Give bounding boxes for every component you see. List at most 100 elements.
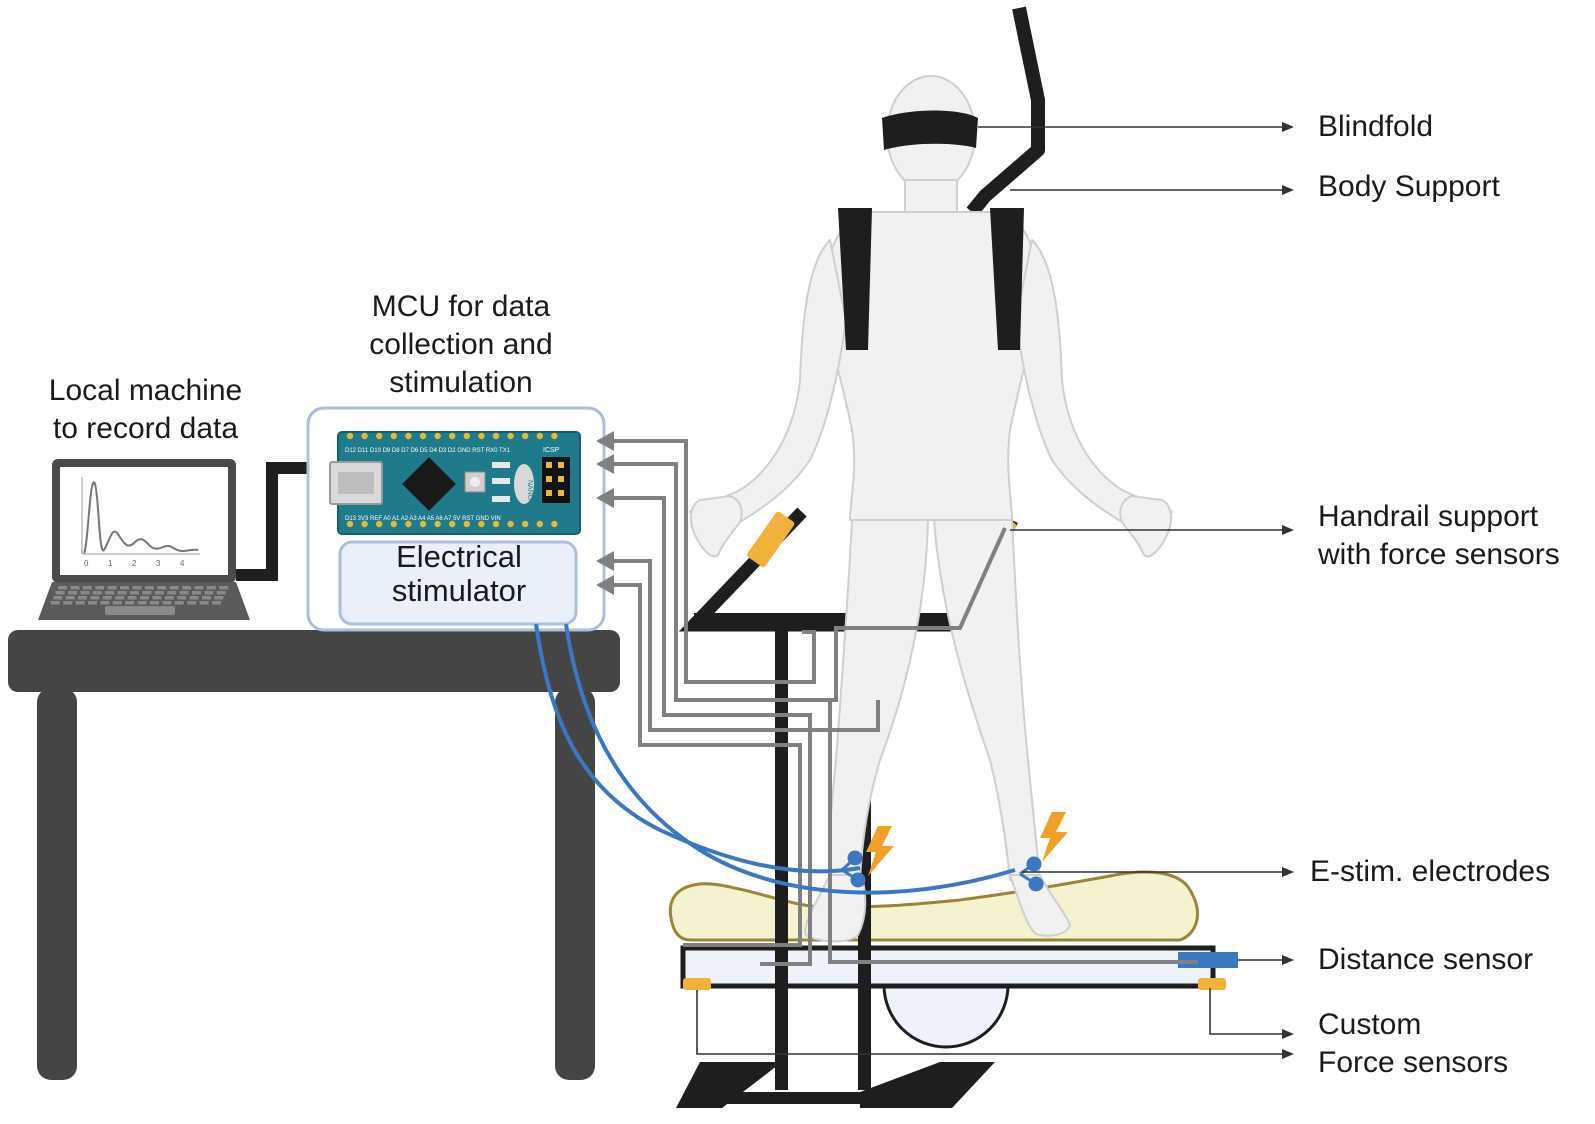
keyboard-key (78, 596, 87, 600)
keyboard-key (179, 591, 189, 595)
keyboard-key (120, 586, 129, 590)
top-pin-labels: D12 D11 D10 D9 D8 D7 D6 D5 D4 D3 D2 GND … (345, 448, 511, 454)
keyboard-key (169, 586, 179, 590)
plot-tick: 0 (84, 559, 89, 568)
keyboard-key (157, 586, 167, 590)
force-line-1: Custom (1318, 1008, 1422, 1041)
keyboard-key (132, 586, 142, 590)
keyboard-key (88, 601, 97, 605)
keyboard-key (199, 601, 209, 605)
keyboard-key (142, 591, 152, 595)
keyboard-key (105, 591, 115, 595)
header-pin (492, 432, 500, 440)
icsp-marking: ICSP (543, 447, 560, 454)
balance-board (668, 870, 1238, 1049)
keyboard-key (58, 586, 67, 590)
header-pin (507, 432, 514, 440)
keyboard-key (100, 601, 110, 605)
local-machine-label: Local machine to record data (18, 372, 273, 448)
keyboard-key (137, 601, 147, 605)
header-pin (478, 432, 485, 440)
mcu-line-1: MCU for data (371, 290, 551, 323)
force-sensor-left (683, 978, 711, 990)
blindfold (882, 110, 978, 150)
sensor-arrowheads (596, 431, 614, 595)
keyboard-key (164, 596, 174, 600)
header-pin (551, 520, 558, 528)
plot-tick: 3 (156, 559, 161, 568)
plot-tick: 2 (132, 559, 137, 568)
keyboard-key (187, 601, 197, 605)
stimulator-line-1: Electrical (396, 539, 522, 574)
stimulator-line-2: stimulator (391, 573, 527, 608)
keyboard-key (92, 591, 102, 595)
bottom-pin-row (346, 520, 558, 528)
plot-tick: 1 (108, 559, 113, 568)
plot-tick: 4 (180, 559, 185, 568)
keyboard-key (192, 591, 201, 595)
distance-sensor-label: Distance sensor (1318, 943, 1534, 976)
keyboard-key (154, 591, 164, 595)
keyboard-key (82, 586, 92, 590)
keyboard-key (140, 596, 149, 600)
header-pin (361, 520, 368, 528)
header-pin (478, 520, 485, 528)
handrail-line-1: Handrail support (1318, 500, 1539, 533)
keyboard-key (174, 601, 184, 605)
keyboard-key (115, 596, 125, 600)
header-pin (449, 432, 456, 440)
stim-bolt-icon (866, 812, 1068, 876)
keyboard-key (50, 601, 60, 605)
header-pin (376, 432, 383, 440)
handrail-grip-left (747, 511, 795, 568)
keyboard-key (102, 596, 112, 600)
header-pin (522, 432, 529, 440)
keyboard-key (144, 586, 154, 590)
arduino-nano-board: D12 D11 D10 D9 D8 D7 D6 D5 D4 D3 D2 GND … (329, 431, 581, 535)
mcu-line-3: stimulation (389, 366, 533, 399)
keyboard-key (214, 596, 224, 600)
sensor-wires (609, 439, 1198, 966)
keyboard-key (194, 586, 204, 590)
header-pin (449, 520, 456, 528)
header-pin (405, 432, 412, 440)
bottom-pin-labels: D13 3V3 REF A0 A1 A2 A3 A4 A5 A6 A7 5V R… (345, 516, 501, 522)
header-pin (492, 520, 500, 528)
usb-cable (236, 462, 312, 581)
header-pin (346, 520, 354, 528)
harness (838, 208, 1024, 350)
header-pin (390, 520, 397, 528)
keyboard-key (112, 601, 122, 605)
balance-hemisphere (882, 983, 1010, 1049)
laptop-keyboard (50, 586, 229, 605)
keyboard-key (152, 596, 162, 600)
human-figure (689, 75, 1173, 943)
local-machine-line-1: Local machine (48, 374, 243, 407)
keyboard-key (216, 591, 226, 595)
nano-marking: NANO (526, 480, 533, 501)
stimulator-label: Electrical stimulator (341, 540, 577, 624)
header-pin (536, 432, 543, 440)
mcu-line-2: collection and (369, 328, 553, 361)
keyboard-key (130, 591, 139, 595)
header-pin (434, 432, 441, 440)
keyboard-key (117, 591, 127, 595)
laptop: 0 1 2 3 4 (38, 459, 250, 620)
keyboard-key (95, 586, 105, 590)
leader-arrowheads (1282, 122, 1294, 1059)
header-pin (463, 432, 470, 440)
keyboard-key (53, 596, 63, 600)
header-pin (522, 520, 529, 528)
force-sensors-label: Custom Force sensors (1318, 1006, 1508, 1082)
keyboard-key (65, 596, 75, 600)
leader-lines (696, 126, 1285, 1055)
header-pin (361, 432, 368, 440)
header-pin (463, 520, 470, 528)
keyboard-key (150, 601, 159, 605)
table (8, 630, 620, 1080)
body-support-label: Body Support (1318, 170, 1500, 203)
header-pin (346, 432, 354, 440)
header-pin (419, 432, 427, 440)
keyboard-key (177, 596, 187, 600)
